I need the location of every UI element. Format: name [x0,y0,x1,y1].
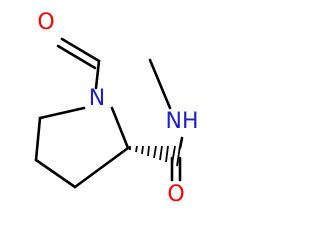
bond-formyl-c-o-1 [60,37,101,63]
bond-ring-c4-c3 [34,158,77,189]
bond-ring-n-c2 [110,106,130,150]
ring-nitrogen-label: N [89,86,105,111]
bond-formyl-c-n [94,59,101,90]
structure-canvas: O N NH O [34,10,199,207]
oxygen-top-label: O [37,10,54,35]
bond-amide-c-n [178,136,184,150]
bond-ring-c3-c2 [73,146,130,189]
bond-ring-c5-c4 [34,116,42,162]
bond-ring-n-c5 [38,106,86,120]
bond-n-methyl [148,58,172,110]
amide-nitrogen-label: NH [166,109,199,134]
bond-formyl-c-o-2 [56,44,97,70]
oxygen-bottom-label: O [167,182,184,207]
hashed-wedge-bond [129,145,181,167]
molecule-drawing: O N NH O [34,10,199,207]
